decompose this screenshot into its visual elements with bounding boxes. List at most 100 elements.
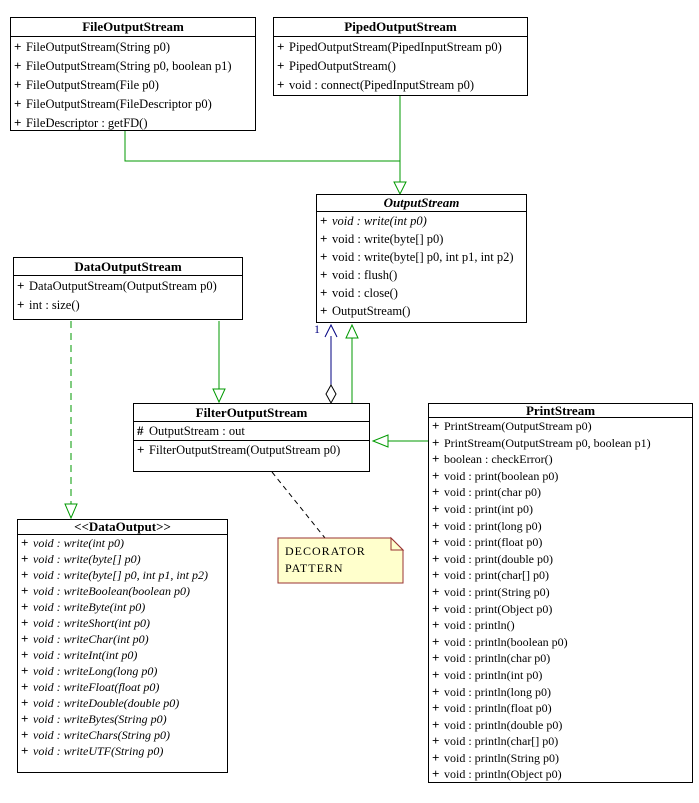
class-outputstream[interactable]: OutputStream +void : write(int p0)+void …	[316, 194, 527, 323]
visibility-symbol: +	[14, 39, 22, 54]
member-row: + void : writeUTF(String p0)	[18, 743, 227, 759]
member-signature: FileOutputStream(String p0, boolean p1)	[26, 59, 232, 73]
visibility-symbol: +	[432, 567, 440, 583]
member-row: +void : writeLong(long p0)	[18, 663, 227, 679]
interface-dataoutput[interactable]: <<DataOutput>> +void : write(int p0)+voi…	[17, 519, 228, 773]
member-signature: OutputStream : out	[149, 424, 245, 438]
member-signature: void : println(char[] p0)	[444, 734, 559, 749]
open-arrowhead-icon	[324, 323, 338, 338]
note-anchor-line[interactable]	[271, 471, 326, 539]
visibility-symbol: +	[432, 600, 440, 616]
visibility-symbol: +	[432, 534, 440, 550]
class-fileoutputstream[interactable]: FileOutputStream +FileOutputStream(Strin…	[10, 17, 256, 131]
member-row: + PrintStream(OutputStream p0, boolean p1…	[429, 435, 692, 452]
member-row: +void : print(double p0)	[429, 551, 692, 568]
member-signature: void : writeUTF(String p0)	[33, 744, 164, 758]
visibility-symbol: +	[432, 633, 440, 649]
member-row: #OutputStream : out	[134, 422, 369, 440]
member-signature: void : writeLong(long p0)	[33, 664, 158, 678]
member-signature: void : writeChar(int p0)	[33, 632, 149, 646]
visibility-symbol: +	[17, 278, 25, 293]
visibility-symbol: +	[432, 418, 440, 433]
member-signature: void : writeBoolean(boolean p0)	[33, 584, 190, 598]
visibility-symbol: +	[277, 77, 285, 92]
visibility-symbol: +	[21, 615, 29, 630]
member-signature: void : println(int p0)	[444, 667, 543, 682]
visibility-symbol: +	[21, 727, 29, 742]
member-signature: void : println(double p0)	[444, 717, 563, 732]
member-signature: PipedOutputStream()	[289, 59, 396, 73]
class-title: <<DataOutput>>	[18, 520, 227, 535]
visibility-symbol: +	[17, 297, 25, 312]
class-title: OutputStream	[317, 195, 526, 212]
realization-arrowhead-icon	[64, 503, 78, 520]
member-row: +void : println(double p0)	[429, 717, 692, 734]
class-methods: +void : write(int p0)+void : write(byte[…	[317, 212, 526, 320]
multiplicity-label: 1	[314, 322, 320, 336]
generalization-line-fileoutputstream-outputstream[interactable]	[124, 131, 400, 162]
member-row: +void : println(Object p0)	[429, 766, 692, 783]
visibility-symbol: +	[21, 583, 29, 598]
member-row: + void : writeBoolean(boolean p0)	[18, 583, 227, 599]
class-title: PipedOutputStream	[274, 18, 527, 37]
visibility-symbol: +	[432, 733, 440, 749]
visibility-symbol: +	[21, 535, 29, 550]
class-filteroutputstream[interactable]: FilterOutputStream #OutputStream : out +…	[133, 403, 370, 472]
member-signature: void : println(long p0)	[444, 684, 551, 699]
member-signature: void : writeDouble(double p0)	[33, 696, 180, 710]
member-signature: void : write(int p0)	[332, 214, 427, 228]
member-signature: void : writeBytes(String p0)	[33, 712, 167, 726]
visibility-symbol: +	[21, 743, 29, 758]
member-signature: void : writeByte(int p0)	[33, 600, 146, 614]
member-row: +void : writeDouble(double p0)	[18, 695, 227, 711]
generalization-arrowhead-icon	[345, 323, 359, 339]
member-row: +void : writeFloat(float p0)	[18, 679, 227, 695]
member-row: +void : println(float p0)	[429, 700, 692, 717]
member-signature: void : print(int p0)	[444, 501, 533, 516]
visibility-symbol: +	[320, 249, 328, 264]
member-signature: void : println(String p0)	[444, 750, 559, 765]
member-signature: void : writeFloat(float p0)	[33, 680, 160, 694]
member-signature: void : print(long p0)	[444, 518, 542, 533]
member-signature: void : write(byte[] p0)	[332, 232, 444, 246]
class-pipedoutputstream[interactable]: PipedOutputStream +PipedOutputStream(Pip…	[273, 17, 528, 96]
member-signature: void : print(Object p0)	[444, 601, 553, 616]
note-shape[interactable]	[277, 537, 404, 584]
member-row: +OutputStream()	[317, 302, 526, 320]
member-row: +void : write(byte[] p0)	[18, 551, 227, 567]
class-dataoutputstream[interactable]: DataOutputStream +DataOutputStream(Outpu…	[13, 257, 243, 320]
member-row: +PipedOutputStream(PipedInputStream p0)	[274, 37, 527, 56]
member-row: +int : size()	[14, 295, 242, 314]
class-title: DataOutputStream	[14, 258, 242, 276]
member-row: + void : print(int p0)	[429, 501, 692, 518]
visibility-symbol: +	[432, 434, 440, 450]
visibility-symbol: +	[14, 115, 22, 130]
visibility-symbol: +	[432, 500, 440, 516]
member-row: +void : connect(PipedInputStream p0)	[274, 75, 527, 94]
member-row: + void : print(long p0)	[429, 518, 692, 535]
visibility-symbol: +	[432, 617, 440, 633]
member-row: +void : print(String p0)	[429, 584, 692, 601]
member-row: +void : write(int p0)	[317, 212, 526, 230]
member-row: +void : write(byte[] p0, int p1, int p2)	[317, 248, 526, 266]
visibility-symbol: +	[432, 517, 440, 533]
member-row: +void : print(boolean p0)	[429, 468, 692, 485]
visibility-symbol: +	[137, 442, 145, 457]
visibility-symbol: +	[14, 77, 22, 92]
class-attributes: #OutputStream : out	[134, 422, 369, 441]
member-signature: void : println()	[444, 618, 515, 633]
member-signature: void : close()	[332, 286, 398, 300]
visibility-symbol: +	[21, 551, 29, 566]
visibility-symbol: +	[432, 683, 440, 699]
member-row: +void : flush()	[317, 266, 526, 284]
member-signature: void : write(byte[] p0, int p1, int p2)	[33, 568, 208, 582]
member-row: +void : close()	[317, 284, 526, 302]
class-methods: +DataOutputStream(OutputStream p0)+int :…	[14, 276, 242, 314]
class-printstream[interactable]: PrintStream + PrintStream(OutputStream p0…	[428, 403, 693, 783]
member-row: +void : write(byte[] p0, int p1, int p2)	[18, 567, 227, 583]
member-signature: PrintStream(OutputStream p0, boolean p1)	[444, 435, 651, 450]
class-title: PrintStream	[429, 404, 692, 418]
visibility-symbol: +	[432, 583, 440, 599]
member-signature: void : writeChars(String p0)	[33, 728, 170, 742]
